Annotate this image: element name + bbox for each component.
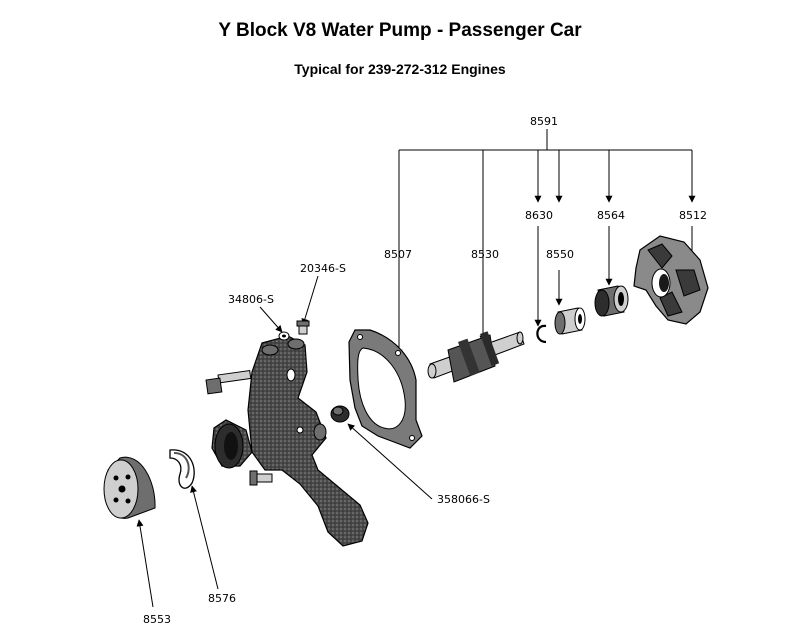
label-clip: 8576 (208, 592, 236, 605)
label-washer: 34806-S (228, 293, 274, 306)
label-impeller: 8512 (679, 209, 707, 222)
bolt-part (296, 320, 310, 335)
washer-part (278, 331, 290, 341)
kit-bracket (395, 129, 696, 357)
snap-ring-part (536, 324, 547, 344)
leader-lines (136, 226, 696, 608)
seal-seat-part (594, 285, 629, 317)
gasket-part (348, 329, 423, 449)
pulley-hub-part (103, 456, 156, 519)
plug-part (330, 405, 350, 423)
page-title: Y Block V8 Water Pump - Passenger Car (218, 20, 582, 41)
label-snap-ring: 8630 (525, 209, 553, 222)
label-gasket: 8507 (384, 248, 412, 261)
shaft-bearing-part (427, 331, 525, 383)
label-kit: 8591 (530, 115, 558, 128)
label-shaft-bearing: 8530 (471, 248, 499, 261)
label-seal: 8550 (546, 248, 574, 261)
label-bolt: 20346-S (300, 262, 346, 275)
impeller-part (633, 235, 709, 325)
clip-part (169, 449, 195, 489)
label-plug: 358066-S (437, 493, 490, 506)
seal-part (554, 307, 586, 335)
page-subtitle: Typical for 239-272-312 Engines (294, 61, 506, 77)
label-seal-seat: 8564 (597, 209, 625, 222)
label-pulley-hub: 8553 (143, 613, 171, 626)
pump-housing-part (205, 335, 369, 547)
